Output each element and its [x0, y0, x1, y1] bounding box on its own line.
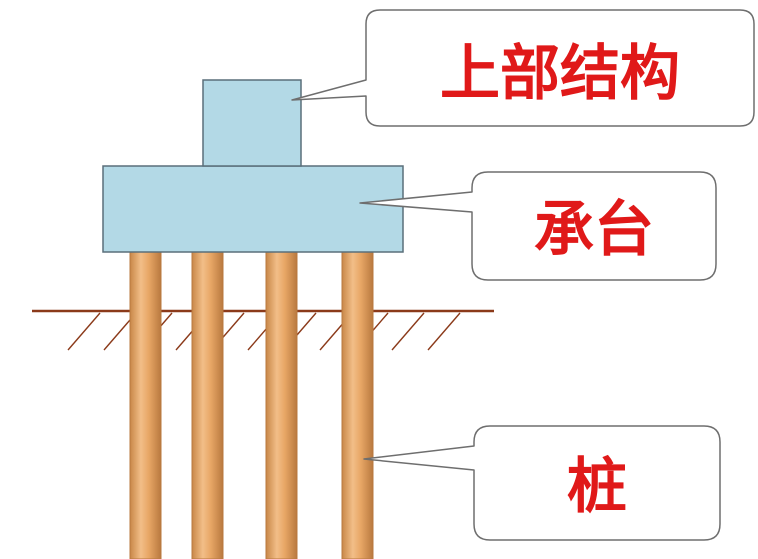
ground-hatching	[67, 312, 461, 351]
pile-4	[341, 247, 374, 559]
pile-cap-label: 承台	[534, 195, 654, 265]
superstructure-label: 上部结构	[440, 39, 680, 109]
superstructure-block	[202, 79, 302, 167]
pile-3	[265, 247, 298, 559]
callout-pile: 桩	[363, 425, 721, 541]
callout-pile-cap: 承台	[359, 171, 717, 281]
piles	[129, 247, 374, 559]
callout-superstructure: 上部结构	[291, 9, 755, 127]
pile-2	[191, 247, 224, 559]
pile-label: 桩	[567, 452, 627, 522]
pile-1	[129, 247, 162, 559]
pile-cap-block	[102, 165, 404, 253]
